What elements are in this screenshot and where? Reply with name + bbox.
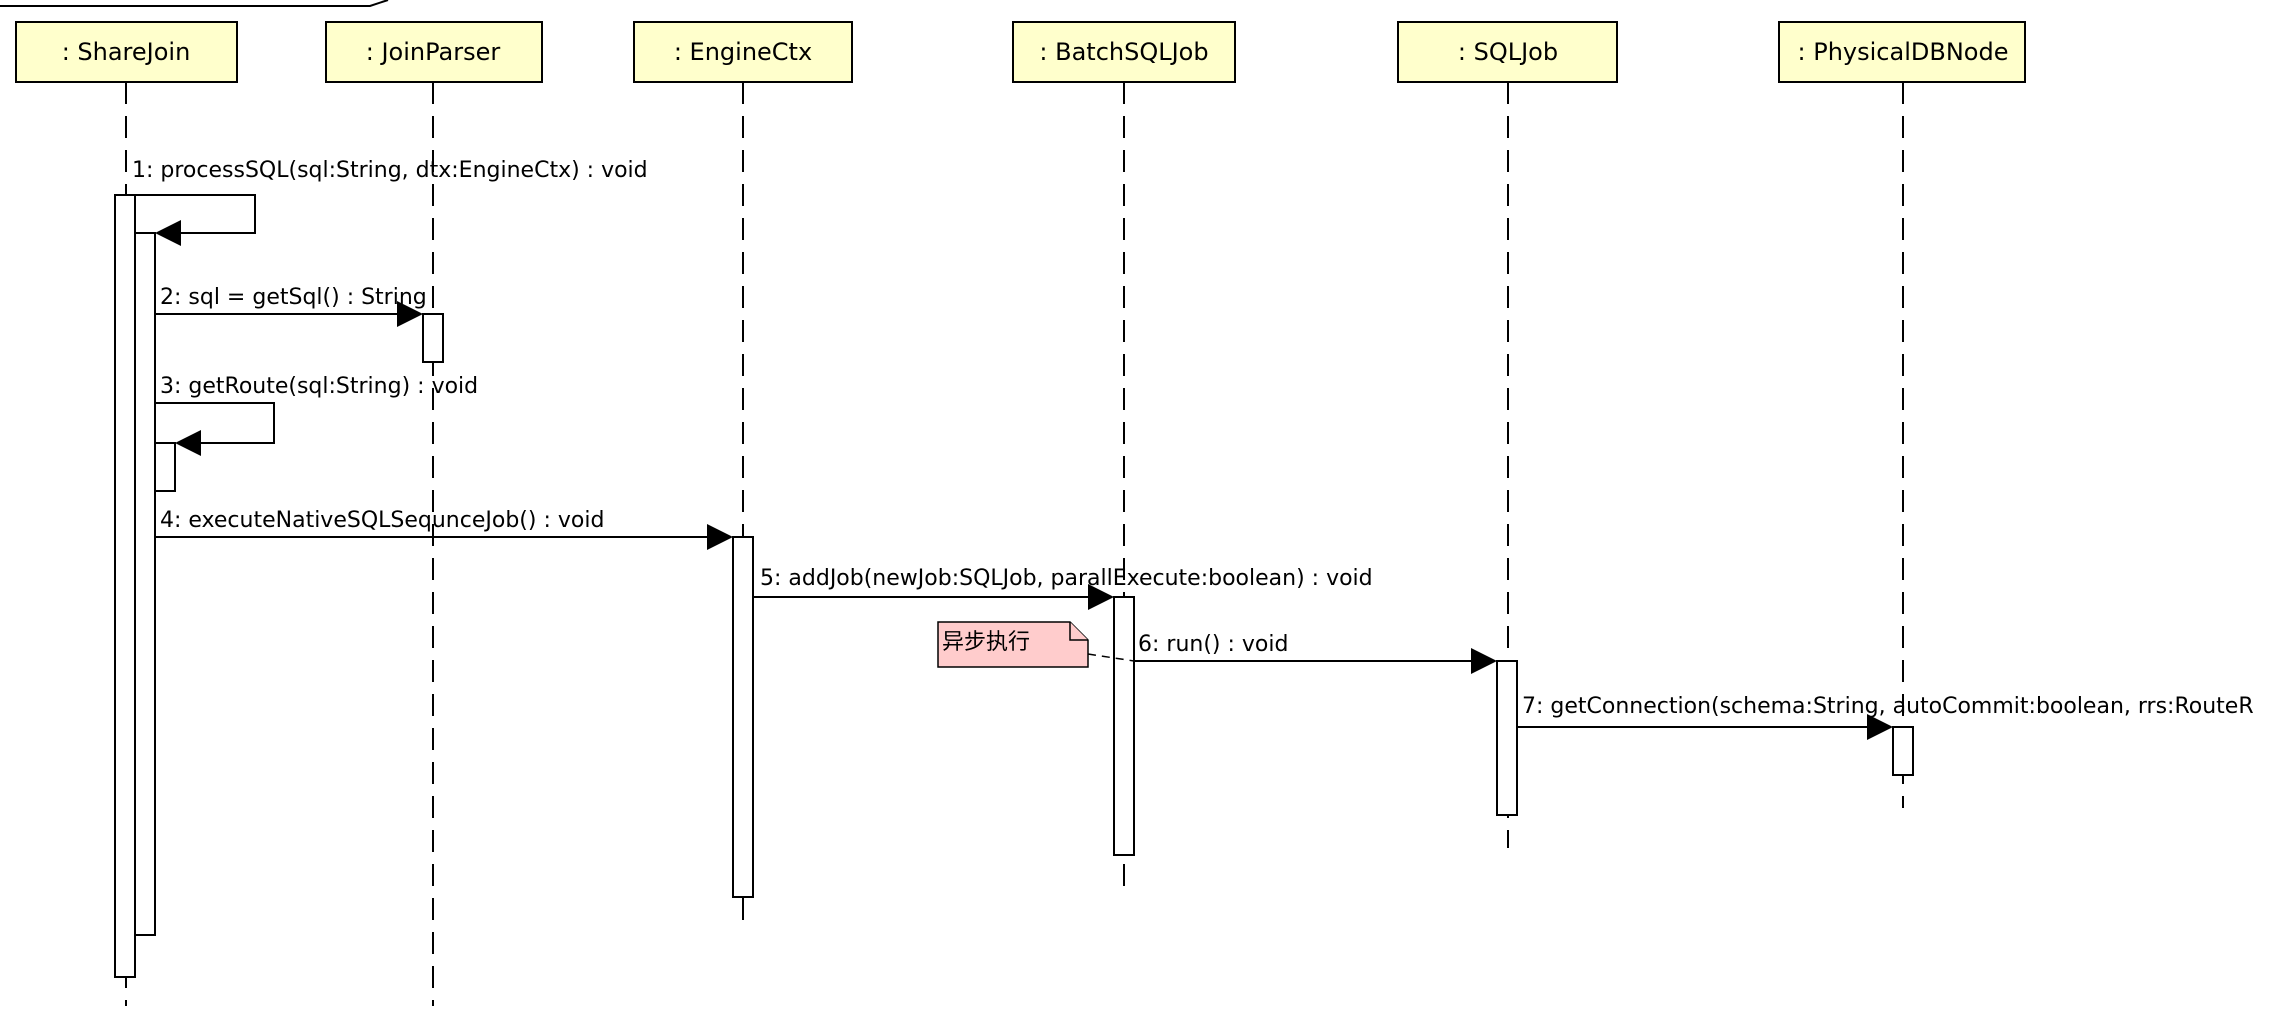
participant-label-p2: : EngineCtx <box>674 38 812 66</box>
activation-sharejoin-processsql <box>134 232 156 936</box>
participant-box-p5[interactable] <box>1778 21 2026 83</box>
message-label-m7: 7: getConnection(schema:String, autoComm… <box>1522 694 2254 719</box>
participant-label-p3: : BatchSQLJob <box>1039 38 1208 66</box>
participant-label-p4: : SQLJob <box>1458 38 1558 66</box>
participant-label-p5: : PhysicalDBNode <box>1798 38 2009 66</box>
participant-box-p3[interactable] <box>1012 21 1236 83</box>
note-text: 异步执行 <box>942 630 1030 655</box>
activation-joinparser-getsql <box>422 313 444 363</box>
message-arrow-m4-arrowhead <box>707 524 733 550</box>
message-arrow-m5-arrowhead <box>1088 584 1114 610</box>
activation-enginectx <box>732 536 754 898</box>
message-label-m6: 6: run() : void <box>1138 632 1288 657</box>
frame-edge <box>0 0 389 7</box>
participant-label-p0: : ShareJoin <box>62 38 191 66</box>
activation-sharejoin-outer <box>114 194 136 978</box>
message-arrow-m6-arrowhead <box>1471 648 1497 674</box>
participant-label-p1: : JoinParser <box>366 38 501 66</box>
activation-sharejoin-getroute <box>154 442 176 492</box>
message-arrow-m2-arrowhead <box>397 301 423 327</box>
message-label-m2: 2: sql = getSql() : String <box>160 285 427 310</box>
message-label-m4: 4: executeNativeSQLSequnceJob() : void <box>160 508 604 533</box>
note-box <box>937 621 1089 668</box>
message-label-m3: 3: getRoute(sql:String) : void <box>160 374 478 399</box>
note-fold <box>1069 622 1088 641</box>
activation-batchsqljob <box>1113 596 1135 856</box>
participant-box-p2[interactable] <box>633 21 853 83</box>
participant-box-p0[interactable] <box>15 21 238 83</box>
note-connector <box>1087 653 1135 662</box>
message-arrow-m3[interactable] <box>155 402 275 444</box>
message-arrow-m7-arrowhead <box>1867 714 1893 740</box>
participant-box-p4[interactable] <box>1397 21 1618 83</box>
message-label-m5: 5: addJob(newJob:SQLJob, parallExecute:b… <box>760 566 1373 591</box>
message-arrow-m1-arrowhead <box>155 220 181 246</box>
message-arrow-m1[interactable] <box>135 194 256 234</box>
message-label-m1: 1: processSQL(sql:String, dtx:EngineCtx)… <box>132 158 648 183</box>
participant-box-p1[interactable] <box>325 21 543 83</box>
message-arrow-m3-arrowhead <box>175 430 201 456</box>
activation-sqljob <box>1496 660 1518 816</box>
activation-physicaldbnode <box>1892 726 1914 776</box>
